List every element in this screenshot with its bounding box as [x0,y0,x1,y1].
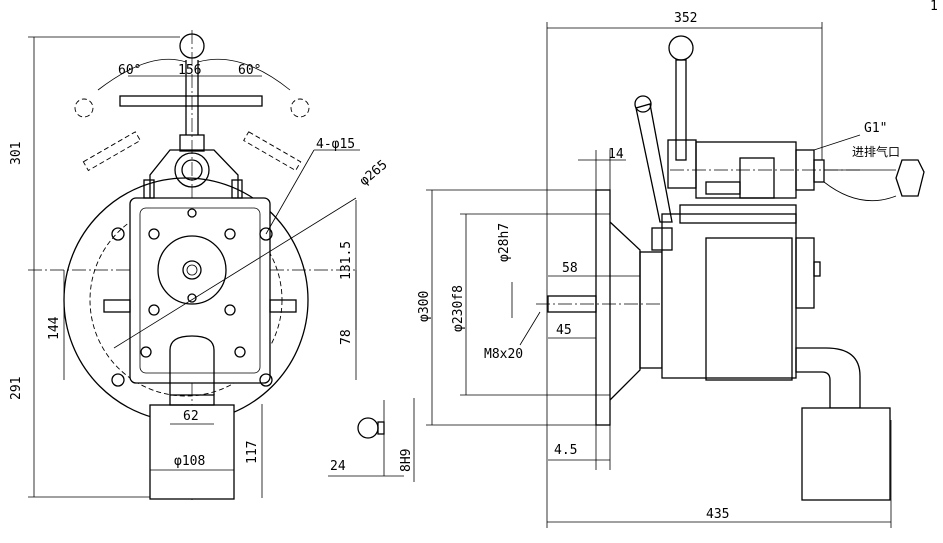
label-24: 24 [330,459,346,474]
label-dia-300: φ300 [417,291,432,322]
mounting-flange [595,189,611,426]
label-dia-265: φ265 [357,157,391,189]
gear-housing [661,213,797,379]
label-g1: G1" [864,121,887,136]
lever-vertical-knob [668,35,694,61]
gearbox-body [129,197,271,384]
adaptor [639,251,663,369]
g1-leader [813,134,861,151]
housing-side [795,237,815,309]
housing-top-plate [679,204,797,224]
right-lug [269,299,297,313]
air-valve [895,159,925,197]
angle-arc-right [197,58,291,91]
housing-inner [705,237,793,381]
gearbox-inner [139,207,261,374]
lever-bracket [667,139,697,189]
label-air-inlet: 进排气口 [852,144,900,159]
key-circle [357,417,379,439]
corner-mark: 1 [930,0,938,14]
lever-tilted-knob [634,95,652,113]
bolt-holes [111,208,273,387]
left-lug [103,299,131,313]
label-45: 45 [556,323,572,338]
holes-leader [265,149,315,235]
ghost-knob-left [74,98,94,118]
housing-plug [813,261,821,277]
elbow-pipe [169,335,215,395]
label-352: 352 [674,11,697,26]
label-14: 14 [608,147,624,162]
front-view: 60° 156 60° 301 4-φ15 φ265 131.5 144 78 … [9,30,391,500]
pivot-outer [174,152,210,188]
bracket-right-foot [231,179,243,199]
handle-crossbar [119,95,263,107]
gear-outer [157,235,227,305]
label-435: 435 [706,507,729,522]
label-dia-28h7: φ28h7 [497,223,512,262]
label-angle-left: 60° [118,63,141,78]
pivot-inner [181,159,203,181]
lever-tilted [635,103,673,223]
handle-left-position [82,131,141,172]
side-elbow [795,347,861,409]
label-8h9: 8H9 [399,449,414,472]
label-131-5: 131.5 [339,241,354,280]
tank-neck [169,394,215,406]
label-angle-right: 60° [238,63,261,78]
gear-bore [186,264,198,276]
side-tank [801,407,891,501]
lever-pivot-block [651,227,673,251]
label-62: 62 [183,409,199,424]
label-144: 144 [47,316,62,340]
label-dia-108: φ108 [174,454,205,469]
label-4-5: 4.5 [554,443,577,458]
key-slot [377,421,385,435]
lever-vertical [675,59,687,161]
angle-arc-left [97,58,187,91]
label-58: 58 [562,261,578,276]
label-dia-230f8: φ230f8 [451,285,466,332]
label-m8x20: M8x20 [484,347,523,362]
gear-hub [182,260,202,280]
cylinder-cap [739,157,775,199]
cylinder-fitting [705,181,741,195]
handle-socket [179,134,205,152]
handle-knob [179,33,205,59]
label-156: 156 [178,63,201,78]
top-bracket [149,149,239,198]
label-301: 301 [9,142,24,165]
label-78: 78 [339,329,354,345]
handle-right-position [243,131,302,172]
dia-265-leader [113,197,357,349]
ghost-knob-right [290,98,310,118]
g1-fitting [813,159,825,183]
label-holes: 4-φ15 [316,137,355,152]
air-pipe-bottom [823,181,897,202]
bracket-left-foot [143,179,155,199]
side-view: 352 G1" 进排气口 14 φ28h7 58 φ300 φ230f8 45 … [417,0,938,528]
key-detail: 24 8H9 [328,398,415,482]
flange-cone [609,221,641,401]
m8-leader [519,311,541,346]
label-291: 291 [9,377,24,400]
label-117: 117 [245,441,260,464]
